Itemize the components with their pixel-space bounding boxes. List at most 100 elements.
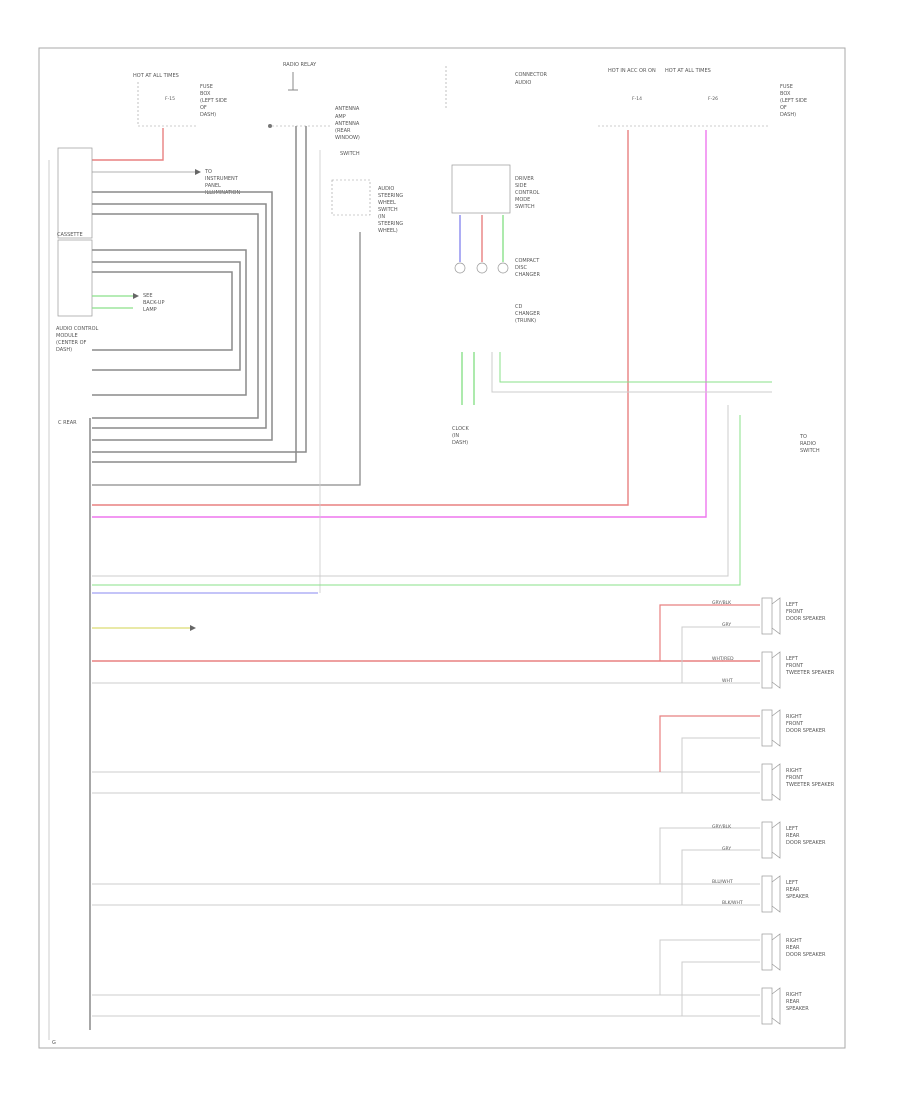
speaker-label: TWEETER SPEAKER (785, 670, 835, 676)
speaker-label: DOOR SPEAKER (786, 728, 826, 734)
speaker-label: LEFT (786, 602, 799, 608)
svg-text:F-26: F-26 (708, 96, 718, 102)
speaker-label: REAR (786, 887, 800, 893)
to-illumination: TO INSTRUMENT PANEL ILLUMINATION (92, 169, 240, 196)
svg-text:BOX: BOX (200, 91, 211, 97)
svg-text:HOT IN ACC OR ON: HOT IN ACC OR ON (608, 68, 656, 74)
svg-text:AUDIO: AUDIO (378, 186, 394, 192)
svg-text:(LEFT SIDE: (LEFT SIDE (780, 98, 807, 104)
speaker-label: LEFT (786, 826, 799, 832)
speaker-label: FRONT (786, 663, 804, 669)
harness-bundle (92, 126, 307, 463)
svg-text:(IN: (IN (452, 433, 459, 439)
speaker-wires (92, 604, 760, 1017)
switch-desc: AUDIO STEERING WHEEL SWITCH (IN STEERING… (378, 186, 403, 234)
svg-text:RADIO RELAY: RADIO RELAY (283, 62, 317, 68)
svg-text:F-14: F-14 (632, 96, 642, 102)
speaker-label: DOOR SPEAKER (786, 840, 826, 846)
svg-text:STEERING: STEERING (378, 193, 403, 199)
svg-text:ANTENNA: ANTENNA (335, 106, 360, 112)
svg-text:FUSE: FUSE (200, 84, 213, 90)
svg-text:PANEL: PANEL (205, 183, 221, 189)
to-radio-switch: TO RADIO SWITCH (799, 434, 820, 454)
svg-text:WHT/RED: WHT/RED (712, 656, 734, 662)
svg-text:SEE: SEE (143, 293, 153, 299)
speaker-label: LEFT (786, 880, 799, 886)
wire-labels: GRY/BLK GRY WHT/RED WHT GRY/BLK GRY BLU/… (712, 600, 743, 906)
fuse-left-header: HOT AT ALL TIMES (133, 73, 179, 79)
svg-text:MODULE: MODULE (56, 333, 78, 339)
fuse-left-tag: F-15 (165, 96, 175, 102)
svg-text:COMPACT: COMPACT (515, 258, 540, 264)
svg-text:ILLUMINATION: ILLUMINATION (205, 190, 240, 196)
audio-control-unit: CASSETTE AUDIO CONTROL MODULE (CENTER OF… (48, 147, 99, 1046)
amp-desc: COMPACT DISC CHANGER (515, 258, 540, 278)
svg-text:(LEFT SIDE: (LEFT SIDE (200, 98, 227, 104)
svg-text:SWITCH: SWITCH (340, 151, 360, 157)
speaker-label: RIGHT (786, 714, 803, 720)
speaker-label: DOOR SPEAKER (786, 952, 826, 958)
svg-text:(CENTER OF: (CENTER OF (56, 340, 87, 346)
svg-text:CASSETTE: CASSETTE (57, 232, 83, 238)
antenna: ANTENNA AMP ANTENNA (REAR WINDOW) (268, 106, 360, 141)
svg-text:BLU/WHT: BLU/WHT (712, 879, 733, 885)
svg-text:WHT: WHT (722, 678, 733, 684)
svg-text:TO: TO (799, 434, 807, 440)
svg-text:CLOCK: CLOCK (452, 426, 470, 432)
cd-changer-desc: CD CHANGER (TRUNK) (515, 304, 540, 324)
fuse-box-right: HOT IN ACC OR ON HOT AT ALL TIMES F-14 F… (92, 68, 807, 518)
svg-text:GRY: GRY (722, 846, 731, 852)
svg-text:SIDE: SIDE (515, 183, 527, 189)
svg-text:AUDIO: AUDIO (515, 80, 531, 86)
svg-text:DISC: DISC (515, 265, 527, 271)
svg-text:INSTRUMENT: INSTRUMENT (205, 176, 239, 182)
svg-text:(TRUNK): (TRUNK) (515, 318, 536, 324)
svg-text:(REAR: (REAR (335, 128, 351, 134)
speaker-label: FRONT (786, 775, 804, 781)
svg-text:WINDOW): WINDOW) (335, 135, 360, 141)
speaker-label: FRONT (786, 721, 804, 727)
switch-wire (92, 232, 361, 486)
svg-text:OF: OF (200, 105, 207, 111)
speaker-label: RIGHT (786, 938, 803, 944)
svg-text:AMP: AMP (335, 114, 346, 120)
connector-group-center: CONNECTOR AUDIO DRIVER SIDE CONTROL MODE… (445, 66, 548, 446)
rear-connector-desc: CLOCK (IN DASH) (452, 426, 470, 446)
svg-text:GRY: GRY (722, 622, 731, 628)
svg-text:BACK-UP: BACK-UP (143, 300, 165, 306)
speaker-label: REAR (786, 999, 800, 1005)
svg-text:CD: CD (515, 304, 522, 310)
speaker-label: RIGHT (786, 992, 803, 998)
svg-text:DRIVER: DRIVER (515, 176, 534, 182)
speaker-label: DOOR SPEAKER (786, 616, 826, 622)
speaker-label: SPEAKER (786, 1006, 809, 1012)
fuse-right-desc: FUSE BOX (LEFT SIDE OF DASH) (780, 84, 807, 118)
speaker-label: RIGHT (786, 768, 803, 774)
svg-text:(IN: (IN (378, 214, 385, 220)
svg-text:BLK/WHT: BLK/WHT (722, 900, 743, 906)
svg-text:SWITCH: SWITCH (515, 204, 535, 210)
fuse-box-left: HOT AT ALL TIMES F-15 FUSE BOX (LEFT SID… (92, 73, 227, 161)
svg-text:DASH): DASH) (452, 440, 468, 446)
svg-text:LAMP: LAMP (143, 307, 157, 313)
svg-text:CHANGER: CHANGER (515, 311, 540, 317)
svg-text:CHANGER: CHANGER (515, 272, 540, 278)
cd-changer-wires (92, 352, 772, 594)
svg-text:ANTENNA: ANTENNA (335, 121, 360, 127)
svg-text:CONTROL: CONTROL (515, 190, 540, 196)
speaker-label: LEFT (786, 656, 799, 662)
svg-text:CONNECTOR: CONNECTOR (515, 72, 548, 78)
svg-text:AUDIO CONTROL: AUDIO CONTROL (56, 326, 99, 332)
to-backup-lamp: SEE BACK-UP LAMP (92, 293, 165, 313)
svg-text:STEERING: STEERING (378, 221, 403, 227)
svg-text:WHEEL): WHEEL) (378, 228, 398, 234)
svg-text:RADIO: RADIO (800, 441, 816, 447)
antenna-desc: AMP ANTENNA (REAR WINDOW) (335, 114, 360, 141)
